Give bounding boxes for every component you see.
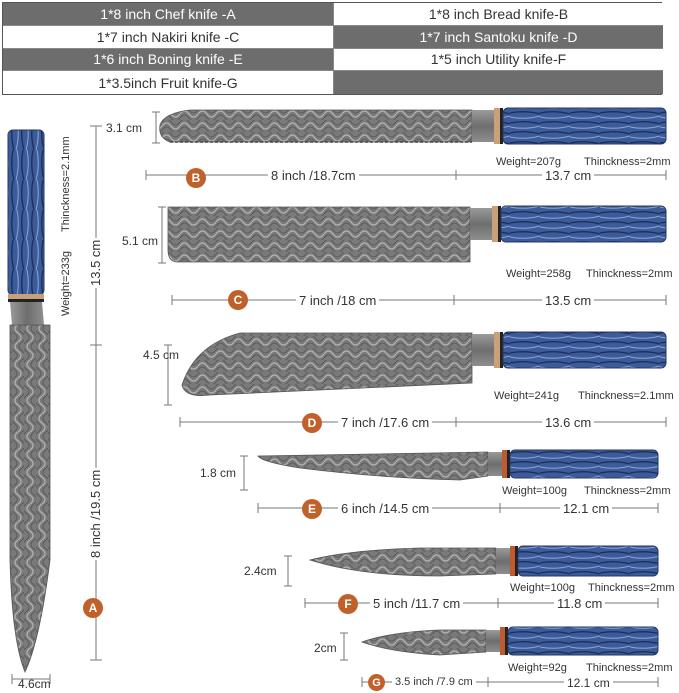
utility-knife-thickness: Thinckness=2mm <box>588 582 675 594</box>
boning-knife-badge: E <box>302 499 322 519</box>
boning-knife-blade-length: 6 inch /14.5 cm <box>338 501 433 516</box>
boning-knife-bolster <box>488 452 502 476</box>
legend-cell: 1*3.5inch Fruit knife-G <box>3 71 333 94</box>
chef-knife-badge: A <box>83 598 103 618</box>
boning-knife-weight: Weight=100g <box>502 485 567 497</box>
legend-cell: 1*8 inch Bread knife-B <box>333 3 663 26</box>
nakiri-knife-badge: C <box>228 290 248 310</box>
chef-knife-bolster-ring <box>8 294 44 299</box>
chef-knife-a <box>7 129 51 673</box>
fruit-knife-blade <box>360 629 487 656</box>
boning-knife-blade <box>257 451 489 481</box>
chef-knife-spacer <box>8 299 44 302</box>
santoku-knife-blade-length: 7 inch /17.6 cm <box>338 415 433 430</box>
santoku-knife-height: 4.5 cm <box>143 348 180 362</box>
bread-knife-blade-length: 8 inch /18.7cm <box>268 168 359 183</box>
fruit-knife-badge: G <box>368 674 385 691</box>
utility-knife-height: 2.4cm <box>244 564 277 578</box>
nakiri-knife-bolster <box>470 208 492 240</box>
bread-knife-handle-length: 13.7 cm <box>542 168 595 183</box>
chef-knife-weight: Weight=233g <box>60 251 72 316</box>
santoku-knife-blade <box>181 332 473 396</box>
nakiri-knife-weight: Weight=258g <box>506 268 571 280</box>
santoku-knife-handle <box>502 331 667 369</box>
santoku-knife-badge: D <box>302 413 322 433</box>
utility-knife-blade-length: 5 inch /11.7 cm <box>370 596 464 611</box>
utility-knife-handle <box>517 545 659 577</box>
chef-knife-thickness: Thinckness=2.1mm <box>60 136 72 232</box>
bread-knife-blade <box>159 109 473 143</box>
bread-knife-badge: B <box>186 168 206 188</box>
utility-knife-f <box>308 545 659 577</box>
bread-knife-b <box>159 107 667 145</box>
bread-knife-bolster <box>472 110 494 142</box>
fruit-knife-handle <box>507 626 659 656</box>
chef-knife-handle <box>7 129 45 296</box>
nakiri-knife-blade <box>167 206 471 263</box>
santoku-knife-d <box>181 331 667 396</box>
chef-knife-handle-length: 13.5 cm <box>88 237 103 288</box>
fruit-knife-g <box>360 626 659 656</box>
utility-knife-weight: Weight=100g <box>510 582 575 594</box>
fruit-knife-thickness: Thinckness=2mm <box>586 662 673 674</box>
santoku-knife-thickness: Thinckness=2.1mm <box>578 390 674 402</box>
utility-knife-handle-length: 11.8 cm <box>554 596 606 611</box>
utility-knife-bolster <box>496 548 510 574</box>
santoku-knife-bolster <box>472 334 494 366</box>
fruit-knife-handle-length: 12.1 cm <box>564 676 613 690</box>
knife-legend-table: 1*8 inch Chef knife -A 1*8 inch Bread kn… <box>2 2 663 95</box>
legend-cell <box>333 71 663 94</box>
santoku-knife-weight: Weight=241g <box>494 390 559 402</box>
utility-knife-badge: F <box>338 594 358 614</box>
nakiri-knife-handle-length: 13.5 cm <box>542 293 595 308</box>
legend-cell: 1*6 inch Boning knife -E <box>3 48 333 72</box>
fruit-knife-bolster <box>486 630 500 652</box>
nakiri-knife-blade-length: 7 inch /18 cm <box>296 293 380 308</box>
boning-knife-e <box>257 449 659 481</box>
chef-knife-blade-length: 8 inch /19.5 cm <box>88 467 103 560</box>
boning-knife-handle <box>509 449 659 479</box>
boning-knife-handle-length: 12.1 cm <box>560 501 613 516</box>
legend-cell: 1*5 inch Utility knife-F <box>333 48 663 72</box>
nakiri-knife-handle <box>500 205 667 243</box>
bread-knife-height: 3.1 cm <box>106 121 143 135</box>
boning-knife-height: 1.8 cm <box>200 466 237 480</box>
legend-cell: 1*7 inch Santoku knife -D <box>333 25 663 49</box>
bread-knife-weight: Weight=207g <box>496 156 561 168</box>
bread-knife-handle <box>502 107 667 145</box>
santoku-knife-handle-length: 13.6 cm <box>542 415 595 430</box>
legend-cell: 1*8 inch Chef knife -A <box>3 3 333 26</box>
bread-knife-thickness: Thinckness=2mm <box>584 156 671 168</box>
fruit-knife-height: 2cm <box>314 641 337 655</box>
nakiri-knife-c <box>167 205 667 263</box>
chef-knife-bolster <box>10 302 44 325</box>
nakiri-knife-height: 5.1 cm <box>122 234 159 248</box>
boning-knife-thickness: Thinckness=2mm <box>584 485 671 497</box>
utility-knife-blade <box>308 547 497 577</box>
fruit-knife-weight: Weight=92g <box>508 662 567 674</box>
nakiri-knife-thickness: Thinckness=2mm <box>586 268 673 280</box>
chef-knife-blade <box>9 324 51 673</box>
fruit-knife-blade-length: 3.5 inch /7.9 cm <box>392 676 476 688</box>
chef-knife-width: 4.6cm <box>18 677 51 691</box>
legend-cell: 1*7 inch Nakiri knife -C <box>3 25 333 49</box>
